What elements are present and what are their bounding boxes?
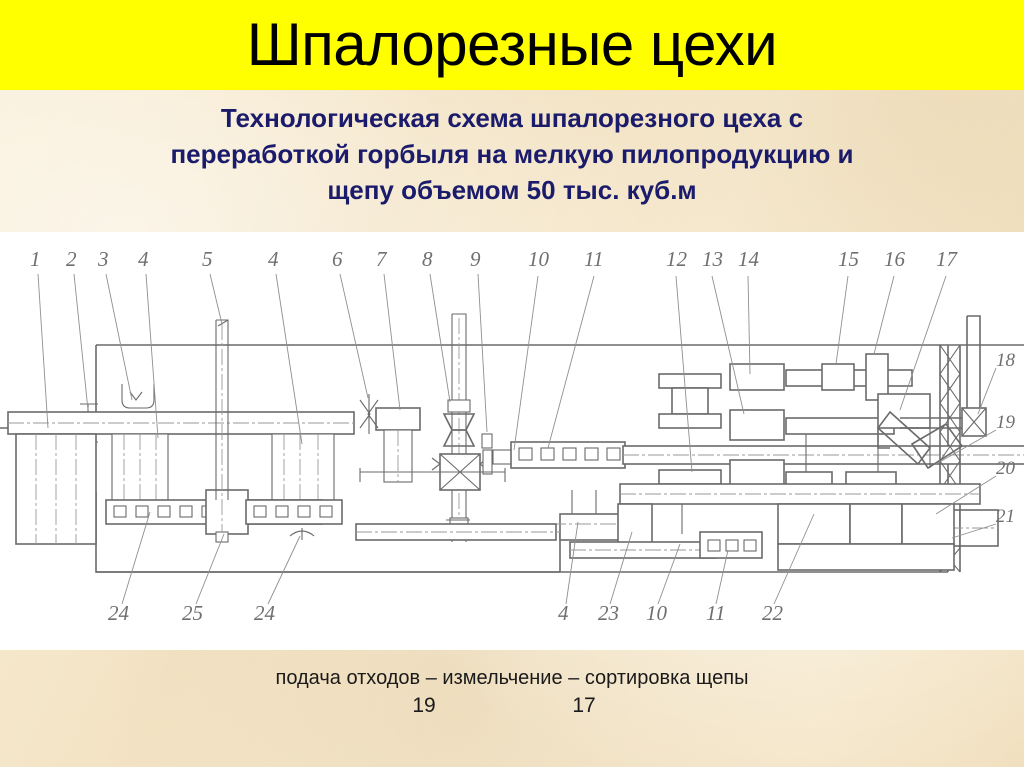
- svg-text:25: 25: [182, 601, 203, 625]
- top-callout: 17: [899, 247, 959, 411]
- svg-text:19: 19: [996, 412, 1016, 433]
- top-callout: 8: [422, 247, 451, 403]
- svg-text:21: 21: [996, 506, 1015, 527]
- bottom-callout: 10: [646, 543, 681, 625]
- diagram-svg: .ln { stroke:#6a6a6a; stroke-width:1.6; …: [0, 247, 1024, 625]
- subtitle-block: Технологическая схема шпалорезного цеха …: [52, 100, 972, 208]
- svg-text:10: 10: [528, 247, 550, 271]
- svg-text:6: 6: [332, 247, 343, 271]
- top-callout: 16: [873, 247, 906, 355]
- svg-text:12: 12: [666, 247, 688, 271]
- svg-text:3: 3: [97, 247, 109, 271]
- svg-text:20: 20: [996, 458, 1016, 479]
- svg-text:1: 1: [30, 247, 41, 271]
- infeed-conveyor-group: [7, 384, 355, 545]
- svg-text:18: 18: [996, 350, 1016, 371]
- top-callout: 7: [376, 247, 401, 411]
- top-callout: 1: [30, 247, 49, 429]
- top-callout: 3: [97, 247, 133, 401]
- page-title: Шпалорезные цехи: [246, 11, 778, 78]
- svg-text:4: 4: [138, 247, 149, 271]
- bottom-callout: 22: [762, 513, 815, 625]
- svg-text:4: 4: [268, 247, 279, 271]
- belt-conveyor-10-11: [359, 441, 1024, 482]
- subtitle-line-1: Технологическая схема шпалорезного цеха …: [220, 103, 804, 133]
- bottom-callout: 24: [254, 535, 301, 625]
- element-9: [481, 433, 493, 475]
- svg-text:10: 10: [646, 601, 668, 625]
- title-band: Шпалорезные цехи: [0, 0, 1024, 90]
- top-callout: 6: [332, 247, 369, 399]
- top-callout: 13: [702, 247, 745, 415]
- caption-number-left: 19: [412, 694, 436, 717]
- svg-text:23: 23: [598, 601, 619, 625]
- svg-text:5: 5: [202, 247, 213, 271]
- top-callout: 4: [268, 247, 303, 445]
- svg-text:11: 11: [584, 247, 603, 271]
- top-callout: 5: [202, 247, 223, 325]
- top-callout: 10: [513, 247, 550, 451]
- technical-diagram: .ln { stroke:#6a6a6a; stroke-width:1.6; …: [0, 232, 1024, 650]
- svg-text:9: 9: [470, 247, 481, 271]
- right-callout: 19: [935, 412, 1016, 465]
- top-callout: 14: [738, 247, 760, 375]
- svg-text:16: 16: [884, 247, 906, 271]
- svg-text:7: 7: [376, 247, 388, 271]
- svg-text:11: 11: [706, 601, 725, 625]
- pipe-valve-18: [900, 315, 987, 437]
- vertical-gantry-5: [215, 319, 229, 532]
- right-callout: 20: [935, 458, 1016, 515]
- bottom-callouts: 24 25 24 4 23 10 11 22: [108, 511, 815, 625]
- chip-sorting-22: [619, 483, 981, 571]
- svg-text:4: 4: [558, 601, 569, 625]
- svg-text:24: 24: [108, 601, 130, 625]
- top-callout: 4: [138, 247, 159, 439]
- bottom-callout: 24: [108, 511, 151, 625]
- svg-text:24: 24: [254, 601, 276, 625]
- svg-text:15: 15: [838, 247, 859, 271]
- svg-text:17: 17: [936, 247, 959, 271]
- svg-text:8: 8: [422, 247, 433, 271]
- svg-text:13: 13: [702, 247, 723, 271]
- bottom-callout: 11: [706, 549, 729, 625]
- caption-numbers: 19 17: [0, 692, 1024, 720]
- right-callout: 21: [951, 506, 1015, 539]
- splitter-symbol-6: [359, 394, 379, 434]
- svg-text:14: 14: [738, 247, 760, 271]
- top-callout: 15: [835, 247, 859, 365]
- svg-text:22: 22: [762, 601, 784, 625]
- svg-text:2: 2: [66, 247, 77, 271]
- machine-blocks-12-13-14: [658, 353, 913, 499]
- caption-number-right: 17: [572, 694, 596, 717]
- right-callouts: 18 19 20 21: [935, 350, 1016, 539]
- top-callout: 11: [547, 247, 603, 449]
- bottom-callout: 25: [182, 533, 225, 625]
- bottom-callout: 4: [558, 521, 579, 625]
- saw-unit-7: [375, 407, 421, 483]
- subtitle-line-3: щепу объемом 50 тыс. куб.м: [327, 175, 697, 205]
- top-callout: 12: [666, 247, 693, 473]
- top-callout: 2: [66, 247, 89, 411]
- top-callouts: 1 2 3 4 5 4 6 7 8 9: [30, 247, 959, 473]
- bottom-caption: подача отходов – измельчение – сортировк…: [0, 664, 1024, 720]
- bottom-callout: 23: [598, 531, 633, 625]
- chain-conveyor-lower: [105, 489, 343, 543]
- top-callout: 9: [470, 247, 488, 433]
- right-callout: 18: [977, 350, 1016, 415]
- lower-conveyor-23: [355, 490, 763, 559]
- subtitle-line-2: переработкой горбыля на мелкую пилопроду…: [170, 139, 854, 169]
- caption-text: подача отходов – измельчение – сортировк…: [275, 667, 749, 689]
- spindle-valve-8: [431, 313, 489, 542]
